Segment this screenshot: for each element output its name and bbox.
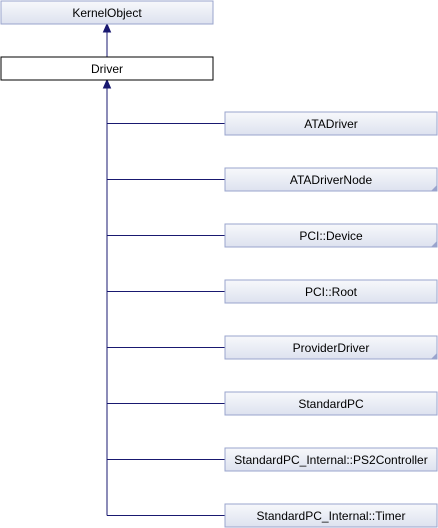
node-kernelobject-label: KernelObject [72, 6, 142, 20]
node-atadrivernode[interactable]: ATADriverNode [224, 167, 438, 192]
node-standardpc-internal-ps2controller-label: StandardPC_Internal::PS2Controller [234, 453, 427, 467]
node-standardpc-box [224, 391, 438, 416]
node-standardpc-internal-ps2controller-box [224, 447, 438, 472]
node-pci-root-box [224, 279, 438, 304]
node-providerdriver[interactable]: ProviderDriver [224, 335, 438, 360]
node-atadriver-label: ATADriver [304, 117, 358, 131]
node-pci-device-box [224, 223, 438, 248]
node-standardpc-label: StandardPC [298, 397, 364, 411]
node-standardpc[interactable]: StandardPC [224, 391, 438, 416]
node-pci-root-label: PCI::Root [305, 285, 358, 299]
arrowhead-kernelobject [102, 22, 112, 33]
node-pci-device[interactable]: PCI::Device [224, 223, 438, 248]
node-standardpc-internal-timer[interactable]: StandardPC_Internal::Timer [224, 503, 438, 528]
node-standardpc-internal-timer-box [224, 503, 438, 528]
node-pci-root[interactable]: PCI::Root [224, 279, 438, 304]
node-pci-device-label: PCI::Device [299, 229, 363, 243]
inheritance-edges [102, 22, 225, 516]
node-atadriver[interactable]: ATADriver [224, 111, 438, 136]
node-standardpc-internal-ps2controller[interactable]: StandardPC_Internal::PS2Controller [224, 447, 438, 472]
truncated-marker-icon [431, 185, 437, 191]
node-kernelobject[interactable]: KernelObject [0, 0, 214, 25]
truncated-marker-icon [431, 241, 437, 247]
node-atadrivernode-label: ATADriverNode [290, 173, 373, 187]
node-atadriver-box [224, 111, 438, 136]
child-nodes: ATADriverATADriverNodePCI::DevicePCI::Ro… [224, 111, 438, 528]
node-driver-label: Driver [91, 62, 123, 76]
node-providerdriver-label: ProviderDriver [293, 341, 370, 355]
truncated-marker-icon [431, 353, 437, 359]
node-providerdriver-box [224, 335, 438, 360]
node-atadrivernode-box [224, 167, 438, 192]
node-driver[interactable]: Driver [0, 56, 214, 81]
arrowhead-driver [102, 78, 112, 89]
node-standardpc-internal-timer-label: StandardPC_Internal::Timer [257, 509, 406, 523]
